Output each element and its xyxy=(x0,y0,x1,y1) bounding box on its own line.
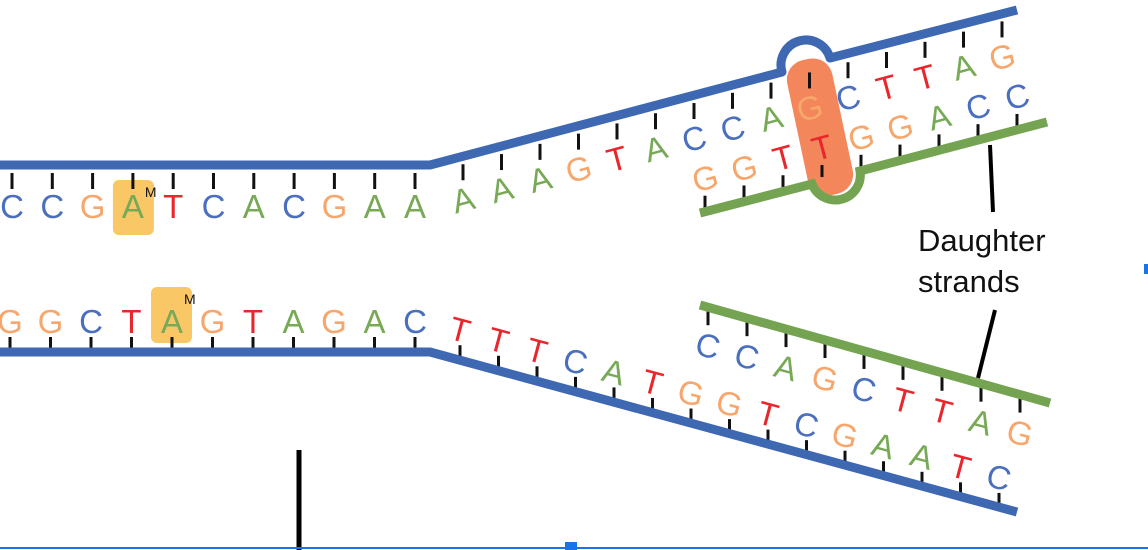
base-G: G xyxy=(688,157,722,199)
base-T: T xyxy=(522,330,551,371)
base-C: C xyxy=(790,404,823,446)
base-A: A xyxy=(243,188,265,225)
label-daughter: Daughter xyxy=(918,223,1046,258)
base-G: G xyxy=(200,303,226,340)
base-G: G xyxy=(0,303,23,340)
base-A: A xyxy=(770,347,801,388)
selection-handle-right[interactable] xyxy=(1144,264,1148,274)
label-strands: strands xyxy=(918,264,1020,299)
base-C: C xyxy=(962,86,995,128)
base-C: C xyxy=(403,303,427,340)
base-A: A xyxy=(363,303,385,340)
base-G: G xyxy=(322,188,348,225)
base-A: A xyxy=(756,97,787,138)
base-A: A xyxy=(924,96,955,137)
base-C: C xyxy=(731,336,764,378)
base-G: G xyxy=(883,106,917,148)
base-C: C xyxy=(848,368,881,410)
strands xyxy=(0,5,1052,517)
base-A: A xyxy=(525,159,556,200)
base-C: C xyxy=(282,188,306,225)
mismatch-highlight xyxy=(786,58,854,196)
daughter-strand-top xyxy=(698,117,1049,218)
base-A: A xyxy=(404,188,426,225)
base-G: G xyxy=(80,188,106,225)
base-A: A xyxy=(282,303,304,340)
selection-handle-bottom[interactable] xyxy=(565,542,577,550)
pointer-line-top xyxy=(988,144,995,213)
base-G: G xyxy=(844,116,878,158)
base-A: A xyxy=(486,169,517,210)
base-A: A xyxy=(122,188,144,225)
base-T: T xyxy=(484,320,513,361)
base-T: T xyxy=(603,138,632,179)
pointer-line-bottom xyxy=(976,309,997,379)
base-A: A xyxy=(948,46,979,87)
base-G: G xyxy=(38,303,64,340)
base-C: C xyxy=(1001,75,1034,117)
base-C: C xyxy=(716,107,749,149)
base-T: T xyxy=(753,394,782,435)
methylation-highlight-top xyxy=(112,180,154,235)
base-C: C xyxy=(40,188,64,225)
base-T: T xyxy=(243,303,263,340)
base-G: G xyxy=(561,148,595,190)
highlights xyxy=(112,58,854,343)
base-G: G xyxy=(808,357,842,399)
base-A: A xyxy=(965,401,996,442)
base-T: T xyxy=(946,446,975,487)
base-G: G xyxy=(828,414,862,456)
daughter-strands-callout: Daughter strands xyxy=(918,144,1046,379)
parent-strand-top xyxy=(0,5,1019,170)
methyl-mark-bottom: M xyxy=(184,291,196,307)
base-T: T xyxy=(638,362,667,403)
base-G: G xyxy=(321,303,347,340)
base-T: T xyxy=(163,188,183,225)
base-C: C xyxy=(692,325,725,367)
base-T: T xyxy=(769,137,798,178)
base-A: A xyxy=(364,188,386,225)
base-T: T xyxy=(888,380,917,421)
base-G: G xyxy=(674,372,708,414)
base-C: C xyxy=(79,303,103,340)
methyl-mark-top: M xyxy=(145,184,157,200)
base-C: C xyxy=(678,118,711,160)
base-A: A xyxy=(448,179,479,220)
base-C: C xyxy=(983,456,1016,498)
base-C: C xyxy=(202,188,226,225)
base-A: A xyxy=(598,351,629,392)
base-T: T xyxy=(445,309,474,350)
base-T: T xyxy=(911,57,940,98)
base-T: T xyxy=(927,391,956,432)
base-T: T xyxy=(872,67,901,108)
base-A: A xyxy=(161,303,183,340)
methylation-highlight-bottom xyxy=(151,287,192,343)
base-T: T xyxy=(121,303,141,340)
base-C: C xyxy=(559,340,592,382)
base-G: G xyxy=(985,36,1019,78)
base-G: G xyxy=(1003,412,1037,454)
daughter-strand-bottom xyxy=(698,300,1052,408)
base-A: A xyxy=(868,425,899,466)
parent-strand-bottom xyxy=(0,347,1019,517)
base-G: G xyxy=(727,147,761,189)
base-pair-ticks xyxy=(8,21,1022,506)
base-A: A xyxy=(906,436,937,477)
base-G: G xyxy=(712,382,746,424)
base-C: C xyxy=(0,188,24,225)
base-A: A xyxy=(640,128,671,169)
